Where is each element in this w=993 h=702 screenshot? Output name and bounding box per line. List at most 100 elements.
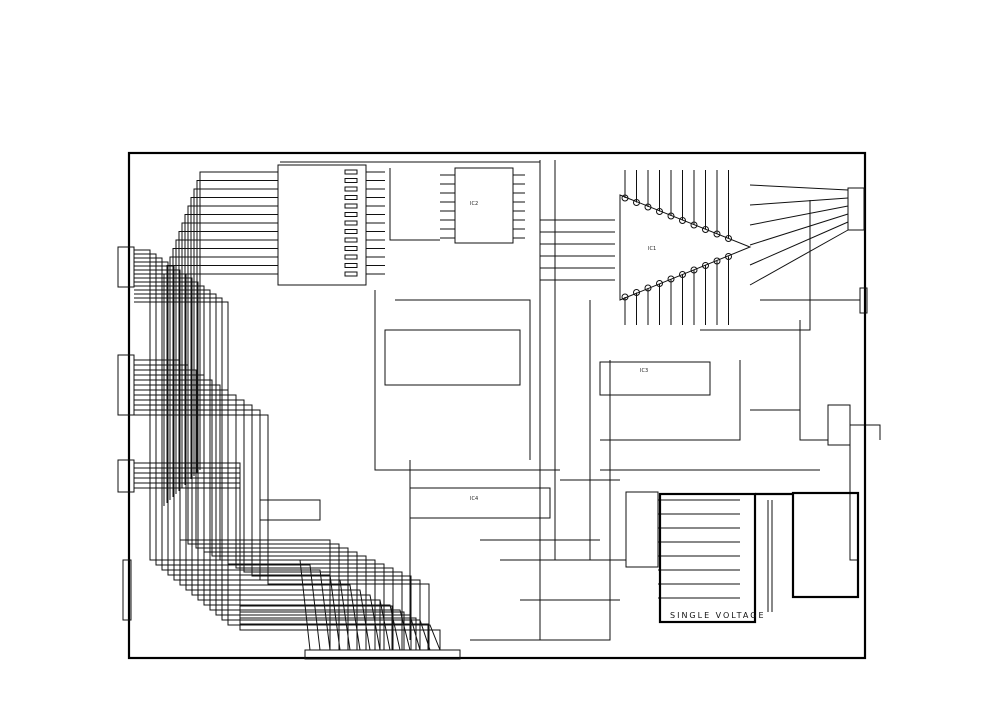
ic-left-dip: [277, 164, 367, 286]
resistor: [344, 195, 358, 200]
connector-right-top: [847, 187, 865, 231]
wire: [163, 273, 262, 506]
wire: [134, 379, 367, 650]
pin: [713, 257, 721, 265]
wire: [470, 360, 611, 641]
wire: [134, 289, 411, 651]
pin: [702, 262, 709, 269]
pin: [725, 253, 732, 260]
connector-power: [625, 491, 659, 568]
pin: [667, 275, 675, 283]
wire: [389, 168, 440, 241]
pin: [725, 235, 732, 242]
opamp-section: [384, 329, 521, 386]
wire: [181, 222, 262, 488]
wire: [134, 389, 385, 650]
wire: [134, 293, 421, 651]
wire: [196, 180, 262, 473]
pin: [633, 199, 640, 206]
wire: [199, 171, 262, 470]
pin: [656, 280, 663, 287]
resistor: [344, 203, 358, 209]
wire: [134, 394, 394, 650]
ic-bottom-label: IC4: [470, 496, 478, 502]
pin: [633, 289, 640, 296]
wire: [134, 257, 331, 651]
ac-input-box: [791, 491, 860, 599]
wire: [134, 374, 358, 650]
wire: [850, 424, 881, 440]
connector-left-3: [117, 459, 135, 493]
ic-sub: [454, 167, 514, 244]
schematic-border: [127, 151, 867, 660]
wire: [190, 197, 262, 479]
wire: [749, 213, 849, 246]
pin: [690, 266, 698, 274]
wire: [134, 297, 431, 651]
pin: [713, 230, 721, 238]
wire: [134, 404, 412, 650]
resistor: [344, 186, 358, 192]
ic-display: [599, 361, 711, 396]
wire: [749, 229, 849, 286]
wire: [175, 239, 262, 494]
wire: [374, 290, 560, 471]
wire: [395, 299, 531, 460]
ic-bottom: [409, 487, 551, 519]
wire: [134, 277, 381, 651]
pin: [679, 217, 686, 224]
resistor: [344, 220, 358, 226]
ic-main-label: IC1: [648, 246, 656, 252]
wire: [260, 499, 321, 521]
resistor: [344, 229, 358, 234]
connector-bottom: [304, 649, 461, 660]
wire: [193, 188, 262, 476]
wire: [134, 359, 331, 650]
wire: [134, 261, 341, 651]
resistor: [344, 263, 358, 268]
ic-sub-label: IC2: [470, 201, 478, 207]
pin: [667, 212, 675, 220]
wire: [134, 369, 349, 650]
resistor: [344, 254, 358, 260]
connector-right-jack: [827, 404, 851, 446]
wire: [749, 197, 849, 206]
wire: [134, 253, 321, 651]
resistor: [344, 169, 358, 175]
wire: [134, 269, 361, 651]
wire: [134, 414, 430, 650]
pin: [621, 194, 629, 202]
wires: [134, 160, 881, 651]
wire: [134, 265, 351, 651]
wire: [169, 256, 262, 500]
resistor: [344, 271, 358, 277]
ic-main-triangle: [619, 194, 752, 301]
wire: [134, 399, 403, 650]
wire: [134, 487, 441, 650]
wire: [178, 231, 262, 491]
wire: [749, 221, 849, 266]
resistor: [344, 212, 358, 217]
pin: [690, 221, 698, 229]
connector-left-2: [117, 354, 135, 416]
ic-display-label: IC3: [640, 368, 648, 374]
wire: [187, 205, 262, 482]
pin: [656, 208, 663, 215]
components: [344, 169, 732, 301]
wire: [799, 320, 828, 441]
pin: [644, 203, 652, 211]
connector-right-mid: [859, 287, 868, 314]
resistor: [344, 246, 358, 251]
pin: [679, 271, 686, 278]
wire: [134, 409, 421, 650]
resistor: [344, 237, 358, 243]
wire: [172, 248, 262, 497]
wire: [849, 440, 858, 561]
wire: [184, 214, 262, 485]
resistor: [344, 178, 358, 183]
wire: [589, 300, 626, 561]
pin: [621, 293, 629, 301]
power-box-label: SINGLE VOLTAGE: [670, 611, 766, 620]
wire: [700, 200, 811, 331]
